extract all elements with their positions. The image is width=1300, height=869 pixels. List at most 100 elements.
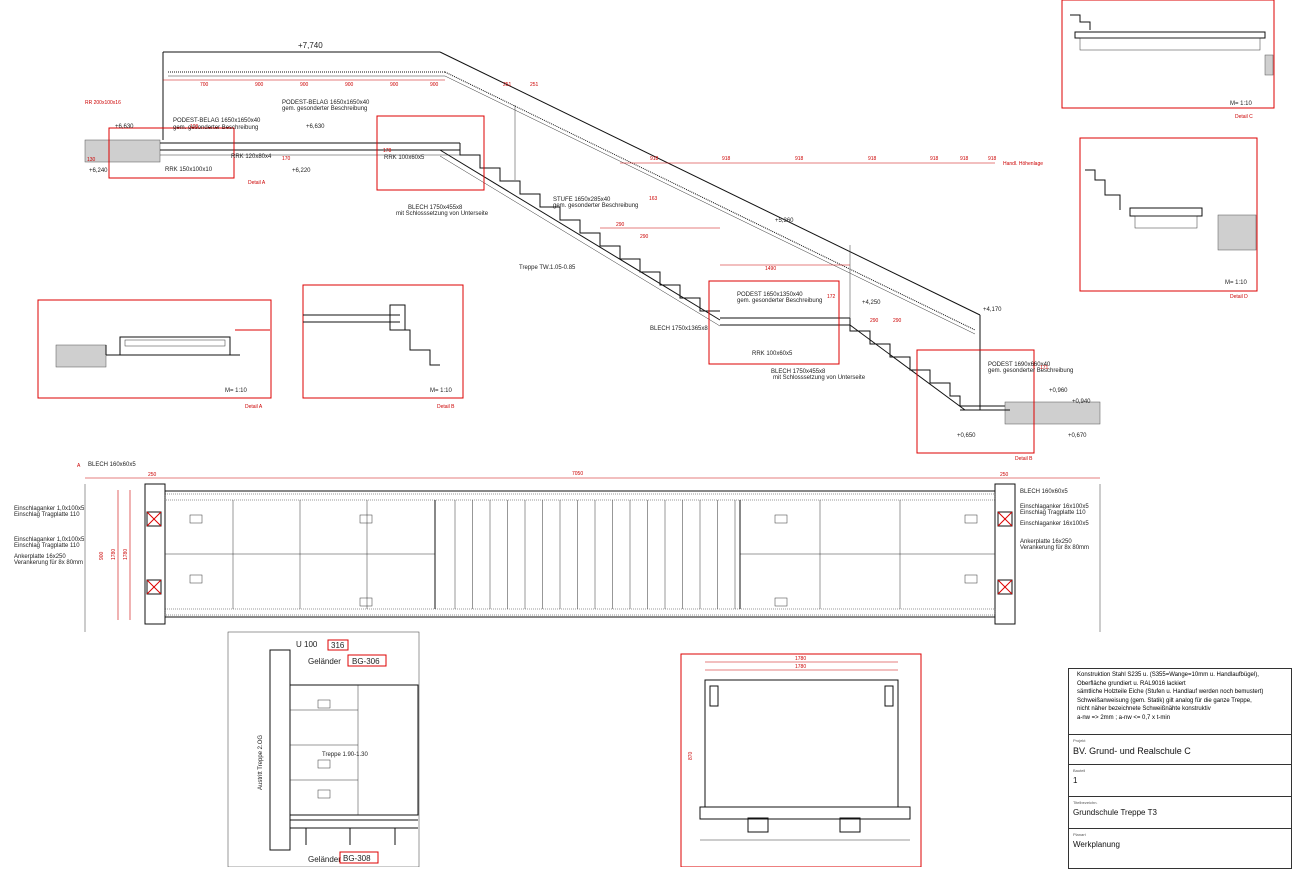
dim-top-5: 900 xyxy=(390,82,399,88)
note-5: nicht näher bezeichnete Schweißnähte kon… xyxy=(1077,706,1211,712)
level-4170: +4,170 xyxy=(983,307,1002,313)
detail-d-title: Detail D xyxy=(1230,294,1248,300)
detail-c-title: Detail C xyxy=(1235,114,1253,120)
title-block: Konstruktion Stahl S235 u. (S355=Wange=1… xyxy=(1068,668,1292,869)
label-blech1: BLECH 1750x455x8 xyxy=(408,205,463,211)
label-rr3: RRK 100x60x5 xyxy=(384,155,425,161)
detail-b: M= 1:10 Detail B xyxy=(302,284,464,410)
level-6220: +6,220 xyxy=(292,168,311,174)
dim-mid-5: 918 xyxy=(930,156,939,162)
detail-a-title: Detail A xyxy=(245,404,263,410)
label-rrk2: RRK 100x60x5 xyxy=(752,351,793,357)
label-podest0-sub: gem. gesonderter Beschreibung xyxy=(173,125,258,131)
note-1: Konstruktion Stahl S235 u. (S355=Wange=1… xyxy=(1077,672,1259,678)
project-label: Projekt xyxy=(1073,738,1086,743)
project-row: Projekt BV. Grund- und Realschule C xyxy=(1069,735,1291,765)
plan-side-dim-2: 1780 xyxy=(123,549,129,560)
exit-gelaender-1: Geländer xyxy=(308,657,341,666)
detail-b-scale: M= 1:10 xyxy=(430,388,453,394)
phase-label: Planart xyxy=(1073,832,1086,837)
level-4250: +4,250 xyxy=(862,300,881,306)
label-podest2-sub: gem. gesonderter Beschreibung xyxy=(737,298,822,304)
label-stufe: STUFE 1650x285x40 xyxy=(553,197,611,203)
dim-mid-3: 918 xyxy=(795,156,804,162)
label-blech3-sub: mit Schlosssetzung von Unterseite xyxy=(773,375,866,381)
label-podest1-sub: gem. gesonderter Beschreibung xyxy=(282,106,367,112)
note-2: Oberfläche grundiert u. RAL9016 lackiert xyxy=(1077,680,1186,687)
plan-labels: 7050 250 250 A BLECH 160x60x5 Einschlaga… xyxy=(14,462,1089,566)
landing-detail: 1780 1780 870 xyxy=(680,653,922,867)
ref-172: 172 xyxy=(827,294,836,300)
dim-mid-1: 918 xyxy=(650,156,659,162)
part-label: Bauteil xyxy=(1073,768,1086,773)
detail-c: M= 1:10 Detail C xyxy=(1061,0,1275,120)
level-6240: +6,240 xyxy=(89,168,108,174)
phase-value: Werkplanung xyxy=(1073,840,1120,849)
project-value: BV. Grund- und Realschule C xyxy=(1073,746,1191,756)
level-6630b: +6,630 xyxy=(306,124,325,130)
exit-ref-316: 316 xyxy=(331,641,345,650)
level-0940: +0,940 xyxy=(1072,399,1091,405)
plan-right-label-3: Einschlag Tragplatte 110 xyxy=(1020,510,1086,516)
plan-top-label: BLECH 160x60x5 xyxy=(88,462,136,468)
plan-side-dim-3: 900 xyxy=(99,551,105,560)
label-blech2: BLECH 1750x1365x8 xyxy=(650,326,708,332)
handlauf-ref: Handl. Höhenlage xyxy=(1003,161,1043,167)
ref-129: 129 xyxy=(190,124,199,130)
ref-171: 171 xyxy=(1040,365,1049,371)
detail-a-mark: Detail A xyxy=(248,180,266,186)
detail-d: M= 1:10 Detail D xyxy=(1079,137,1258,300)
stair-plan xyxy=(84,477,1101,632)
detail-b-title: Detail B xyxy=(437,404,455,410)
part-row: Bauteil 1 xyxy=(1069,765,1291,797)
label-stufe-sub: gem. gesonderter Beschreibung xyxy=(553,203,638,209)
stair-elevation xyxy=(84,51,1101,454)
label-podest1: PODEST-BELAG 1650x1650x40 xyxy=(282,100,370,106)
part-value: 1 xyxy=(1073,776,1078,785)
title-label: Titelbezeichn. xyxy=(1073,800,1098,805)
dim-top-3: 900 xyxy=(300,82,309,88)
construction-notes: Konstruktion Stahl S235 u. (S355=Wange=1… xyxy=(1069,669,1291,735)
label-treppe: Treppe TW.1.05-0.85 xyxy=(519,265,576,271)
landing-dim-1: 1780 xyxy=(795,656,806,662)
note-3: sämtliche Holzteile Eiche (Stufen u. Han… xyxy=(1077,689,1264,695)
plan-side-dim-1: 1780 xyxy=(111,549,117,560)
dim-mid-4: 918 xyxy=(868,156,877,162)
plan-right-label-1: BLECH 160x60x5 xyxy=(1020,489,1068,495)
title-row: Titelbezeichn. Grundschule Treppe T3 xyxy=(1069,797,1291,829)
detail-a: M= 1:10 Detail A xyxy=(37,299,272,410)
ref-163: 163 xyxy=(649,196,658,202)
level-6630: +6,630 xyxy=(115,124,134,130)
detail-b-mark: Detail B xyxy=(1015,456,1033,462)
dim-top-7: 251 xyxy=(503,82,512,88)
exit-bg-308: BG-308 xyxy=(343,854,371,863)
plan-left-label-4: Einschlag Tragplatte 110 xyxy=(14,543,80,549)
dim-mid-6: 918 xyxy=(960,156,969,162)
stufe-dim-3: 290 xyxy=(870,318,879,324)
level-7740: +7,740 xyxy=(298,41,323,50)
note-6: a-nw => 2mm ; a-nw <= 0,7 x t-min xyxy=(1077,714,1171,721)
ref-170: 170 xyxy=(282,156,291,162)
note-4: Schweißanweisung (gem. Statik) gilt anal… xyxy=(1077,697,1252,704)
label-blech3: BLECH 1750x455x8 xyxy=(771,369,826,375)
level-0650: +0,650 xyxy=(957,433,976,439)
stufe-dim-1: 290 xyxy=(616,222,625,228)
dim-top-2: 900 xyxy=(255,82,264,88)
plan-left-label-3: Einschlaganker 1,0x100x5 xyxy=(14,537,85,543)
label-blech1-sub: mit Schlosssetzung von Unterseite xyxy=(396,211,489,217)
dim-1490: 1490 xyxy=(765,266,776,272)
dim-mid-7: 918 xyxy=(988,156,997,162)
label-rr1: RR 200x100x16 xyxy=(85,100,121,106)
plan-left-label-5: Ankerplatte 16x250 xyxy=(14,554,66,560)
exit-bg-306: BG-306 xyxy=(352,657,380,666)
ref-130: 130 xyxy=(87,157,96,163)
label-podest3-sub: gem. gesonderter Beschreibung xyxy=(988,368,1073,374)
label-podest3: PODEST 1690x660x40 xyxy=(988,362,1051,368)
label-podest2: PODEST 1650x1350x40 xyxy=(737,292,803,298)
plan-right-label-5: Ankerplatte 16x250 xyxy=(1020,539,1072,545)
plan-right-label-4: Einschlaganker 16x100x5 xyxy=(1020,521,1089,527)
detail-c-scale: M= 1:10 xyxy=(1230,101,1253,107)
plan-right-dim: 250 xyxy=(1000,472,1009,478)
ref-178: 178 xyxy=(383,148,392,154)
